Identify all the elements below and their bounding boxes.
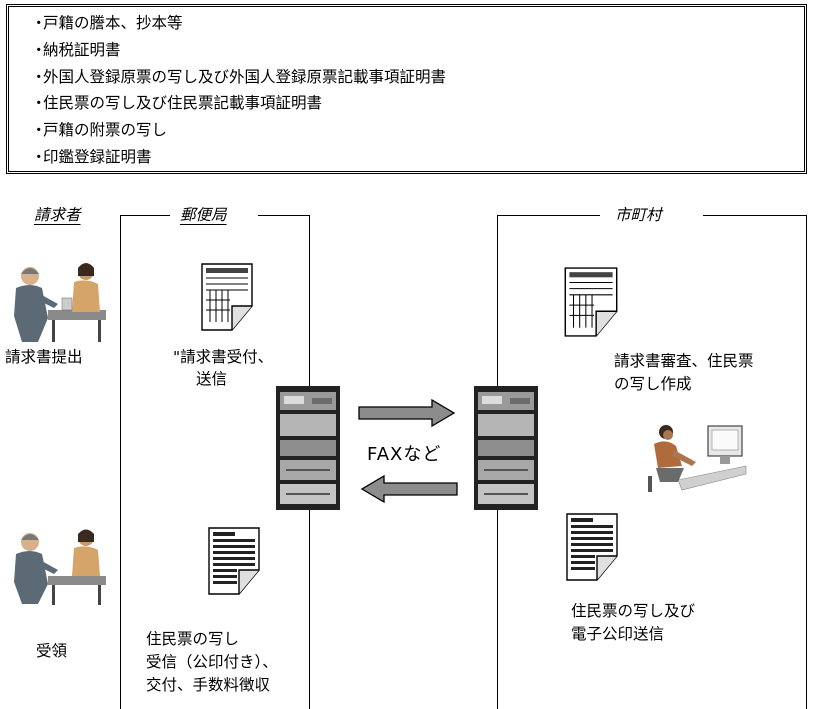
post-office-top-line-right — [258, 215, 310, 216]
post-office-left-border — [120, 215, 121, 709]
arrow-right-icon — [358, 398, 456, 428]
municipality-send-line2: 電子公印送信 — [571, 625, 665, 643]
municipality-send-line1: 住民票の写し及び — [571, 602, 696, 620]
list-item: ・住民票の写し及び住民票記載事項証明書 — [31, 94, 323, 113]
fax-machine-icon — [276, 386, 340, 510]
people-receiving-icon — [14, 529, 106, 605]
municipality-review-line2: の写し作成 — [614, 375, 692, 393]
resident-record-icon — [208, 527, 260, 595]
post-receive-send-line1: "請求書受付、 — [173, 348, 274, 366]
list-item: ・納税証明書 — [31, 40, 121, 59]
post-deliver-line1: 住民票の写し — [146, 630, 240, 648]
people-meeting-icon — [14, 263, 106, 342]
requester-header: 請求者 — [34, 206, 81, 224]
municipality-top-line-left — [497, 215, 600, 216]
list-item: ・外国人登録原票の写し及び外国人登録原票記載事項証明書 — [31, 67, 447, 86]
resident-record-icon — [566, 513, 618, 581]
fax-machine-icon — [474, 386, 538, 510]
list-item: ・戸籍の謄本、抄本等 — [31, 14, 183, 32]
receive-label: 受領 — [36, 642, 68, 660]
post-deliver-line3: 交付、手数料徴収 — [146, 676, 271, 694]
arrow-left-icon — [360, 474, 458, 504]
submit-request-label: 請求書提出 — [5, 348, 83, 366]
list-item: ・戸籍の附票の写し — [31, 121, 168, 140]
post-office-header: 郵便局 — [180, 206, 227, 224]
list-item: ・印鑑登録証明書 — [31, 147, 152, 166]
request-form-icon — [201, 263, 253, 331]
post-deliver-line2: 受信（公印付き）、 — [146, 653, 278, 671]
municipality-header: 市町村 — [615, 206, 662, 224]
municipality-right-border — [806, 215, 807, 709]
municipality-review-line1: 請求書審査、住民票 — [614, 352, 754, 370]
municipality-top-line-right — [703, 215, 806, 216]
person-at-computer-icon — [648, 425, 747, 492]
fax-label: FAXなど — [367, 444, 442, 465]
request-form-icon — [564, 267, 618, 337]
document-list: ・戸籍の謄本、抄本等 ・納税証明書 ・外国人登録原票の写し及び外国人登録原票記載… — [6, 4, 807, 174]
post-receive-send-line2: 送信 — [196, 370, 228, 388]
post-office-top-line-left — [120, 215, 170, 216]
